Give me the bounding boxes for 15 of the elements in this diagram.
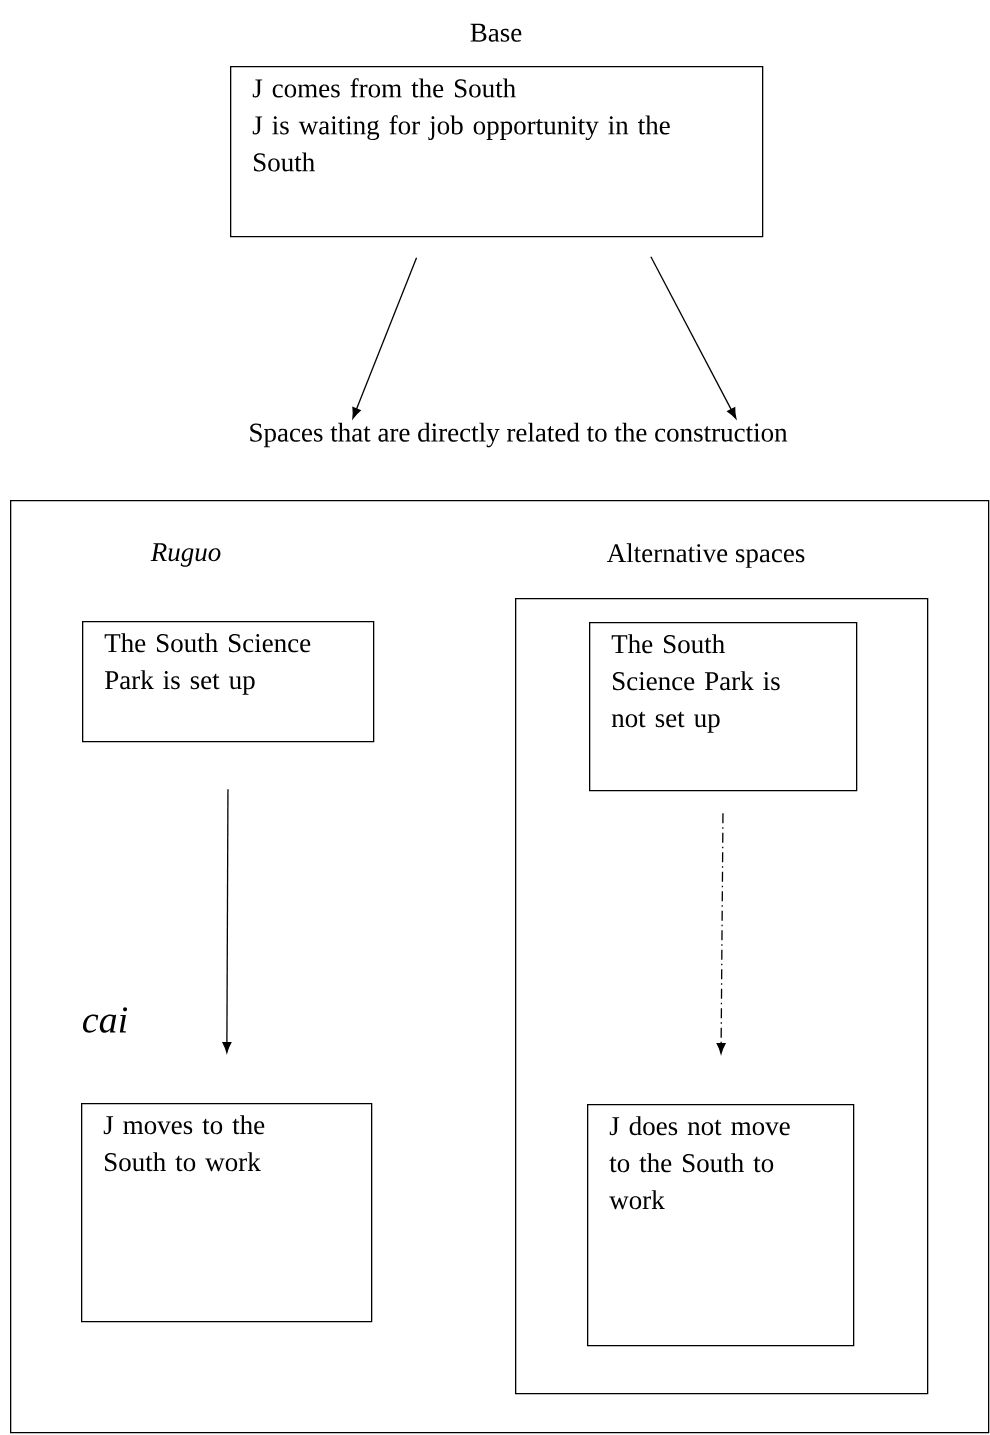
arrow [716,812,726,1055]
cai-label: cai [82,1007,128,1033]
arrow [650,256,737,419]
node-label: Alternative spaces [606,543,805,568]
arrow [352,257,418,419]
text-box: J does not move to the South to work [587,1104,855,1347]
arrow [222,788,232,1054]
outer-frame [10,500,990,1434]
ruguo-label: Ruguo [150,543,221,567]
caption-text: Spaces that are directly related to the construction [250,422,788,448]
text-box: The South Science Park is not set up [589,622,858,792]
text-box: Base J comes from the South J is waiting for job opportunity in the South [230,23,764,238]
node-label: Base [470,23,522,42]
text-box: The South Science Park is set up [82,621,375,743]
text-box: J moves to the South to work [81,1103,373,1323]
